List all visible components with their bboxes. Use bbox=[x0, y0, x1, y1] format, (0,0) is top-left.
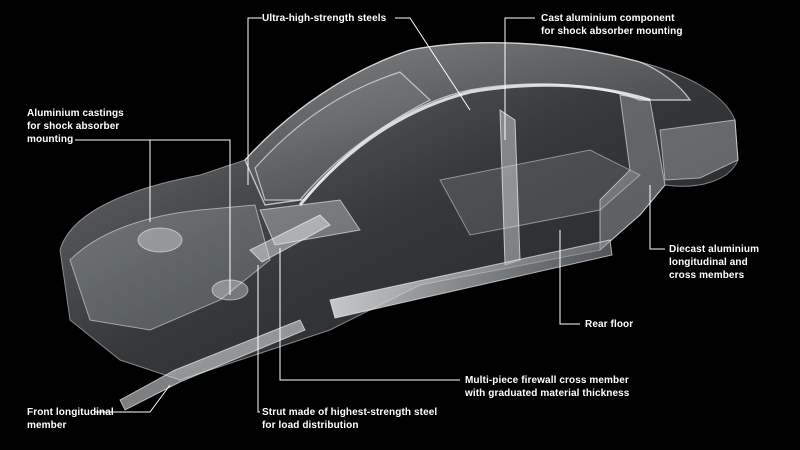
label-firewall-cross-member: Multi-piece firewall cross member with g… bbox=[465, 375, 630, 399]
leader-cast-aluminium bbox=[504, 17, 535, 140]
label-ultra-high-strength: Ultra-high-strength steels bbox=[262, 13, 387, 24]
side-sill bbox=[329, 239, 613, 319]
label-rear-floor: Rear floor bbox=[585, 319, 634, 330]
label-strut: Strut made of highest-strength steel for… bbox=[262, 407, 438, 431]
leader-strut bbox=[257, 265, 260, 413]
leader-front-longitudinal bbox=[95, 384, 171, 413]
leader-rear-floor bbox=[559, 230, 580, 325]
label-cast-aluminium: Cast aluminium component for shock absor… bbox=[541, 13, 683, 37]
front-longitudinal-beam bbox=[119, 319, 306, 411]
roof-frame bbox=[244, 42, 692, 206]
front-shock-tower-left bbox=[137, 227, 183, 253]
c-pillar bbox=[599, 94, 666, 252]
strut-brace bbox=[249, 214, 331, 263]
label-front-longitudinal: Front longitudinal member bbox=[27, 407, 114, 431]
rear-floor-panel bbox=[439, 149, 641, 236]
leader-ultra-high-strength bbox=[247, 17, 262, 185]
a-pillar bbox=[298, 83, 651, 206]
leader-diecast bbox=[649, 185, 665, 250]
leader-firewall bbox=[279, 248, 460, 381]
rear-diecast-members bbox=[659, 119, 739, 181]
firewall-member bbox=[259, 199, 361, 246]
leader-lines bbox=[75, 17, 665, 413]
leader-ultra-high-strength-2 bbox=[395, 17, 471, 111]
label-aluminium-castings: Aluminium castings for shock absorber mo… bbox=[27, 108, 124, 145]
label-diecast-aluminium: Diecast aluminium longitudinal and cross… bbox=[669, 244, 760, 281]
leader-aluminium-castings-2 bbox=[150, 139, 231, 295]
